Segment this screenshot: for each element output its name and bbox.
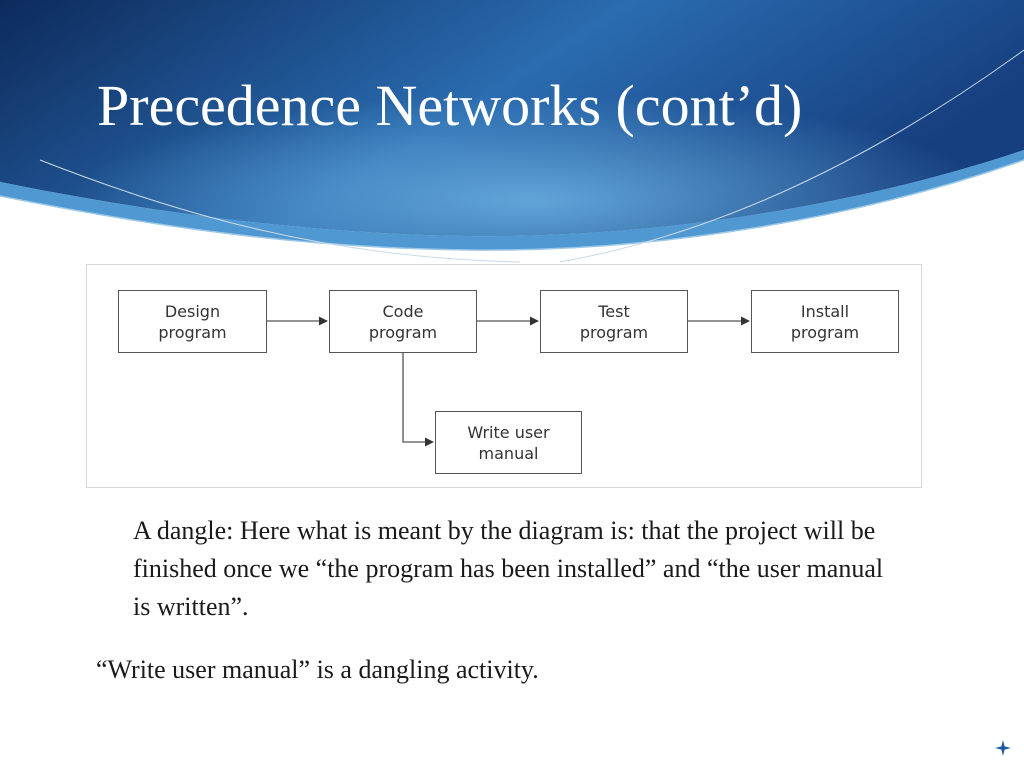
node-code-program: Code program <box>329 290 477 353</box>
diagram-edges <box>267 316 750 447</box>
node-install-program: Install program <box>751 290 899 353</box>
body-paragraph-dangling-activity: “Write user manual” is a dangling activi… <box>96 655 539 684</box>
precedence-network-diagram: Design program Code program Test program… <box>86 264 922 488</box>
star-icon <box>995 740 1011 756</box>
body-paragraph-dangle: A dangle: Here what is meant by the diag… <box>133 516 884 621</box>
node-design-program: Design program <box>118 290 267 353</box>
node-write-user-manual: Write user manual <box>435 411 582 474</box>
header-background <box>0 0 1024 263</box>
slide-title: Precedence Networks (cont’d) <box>97 73 803 138</box>
edge-code-to-manual <box>402 353 434 447</box>
node-test-program: Test program <box>540 290 688 353</box>
